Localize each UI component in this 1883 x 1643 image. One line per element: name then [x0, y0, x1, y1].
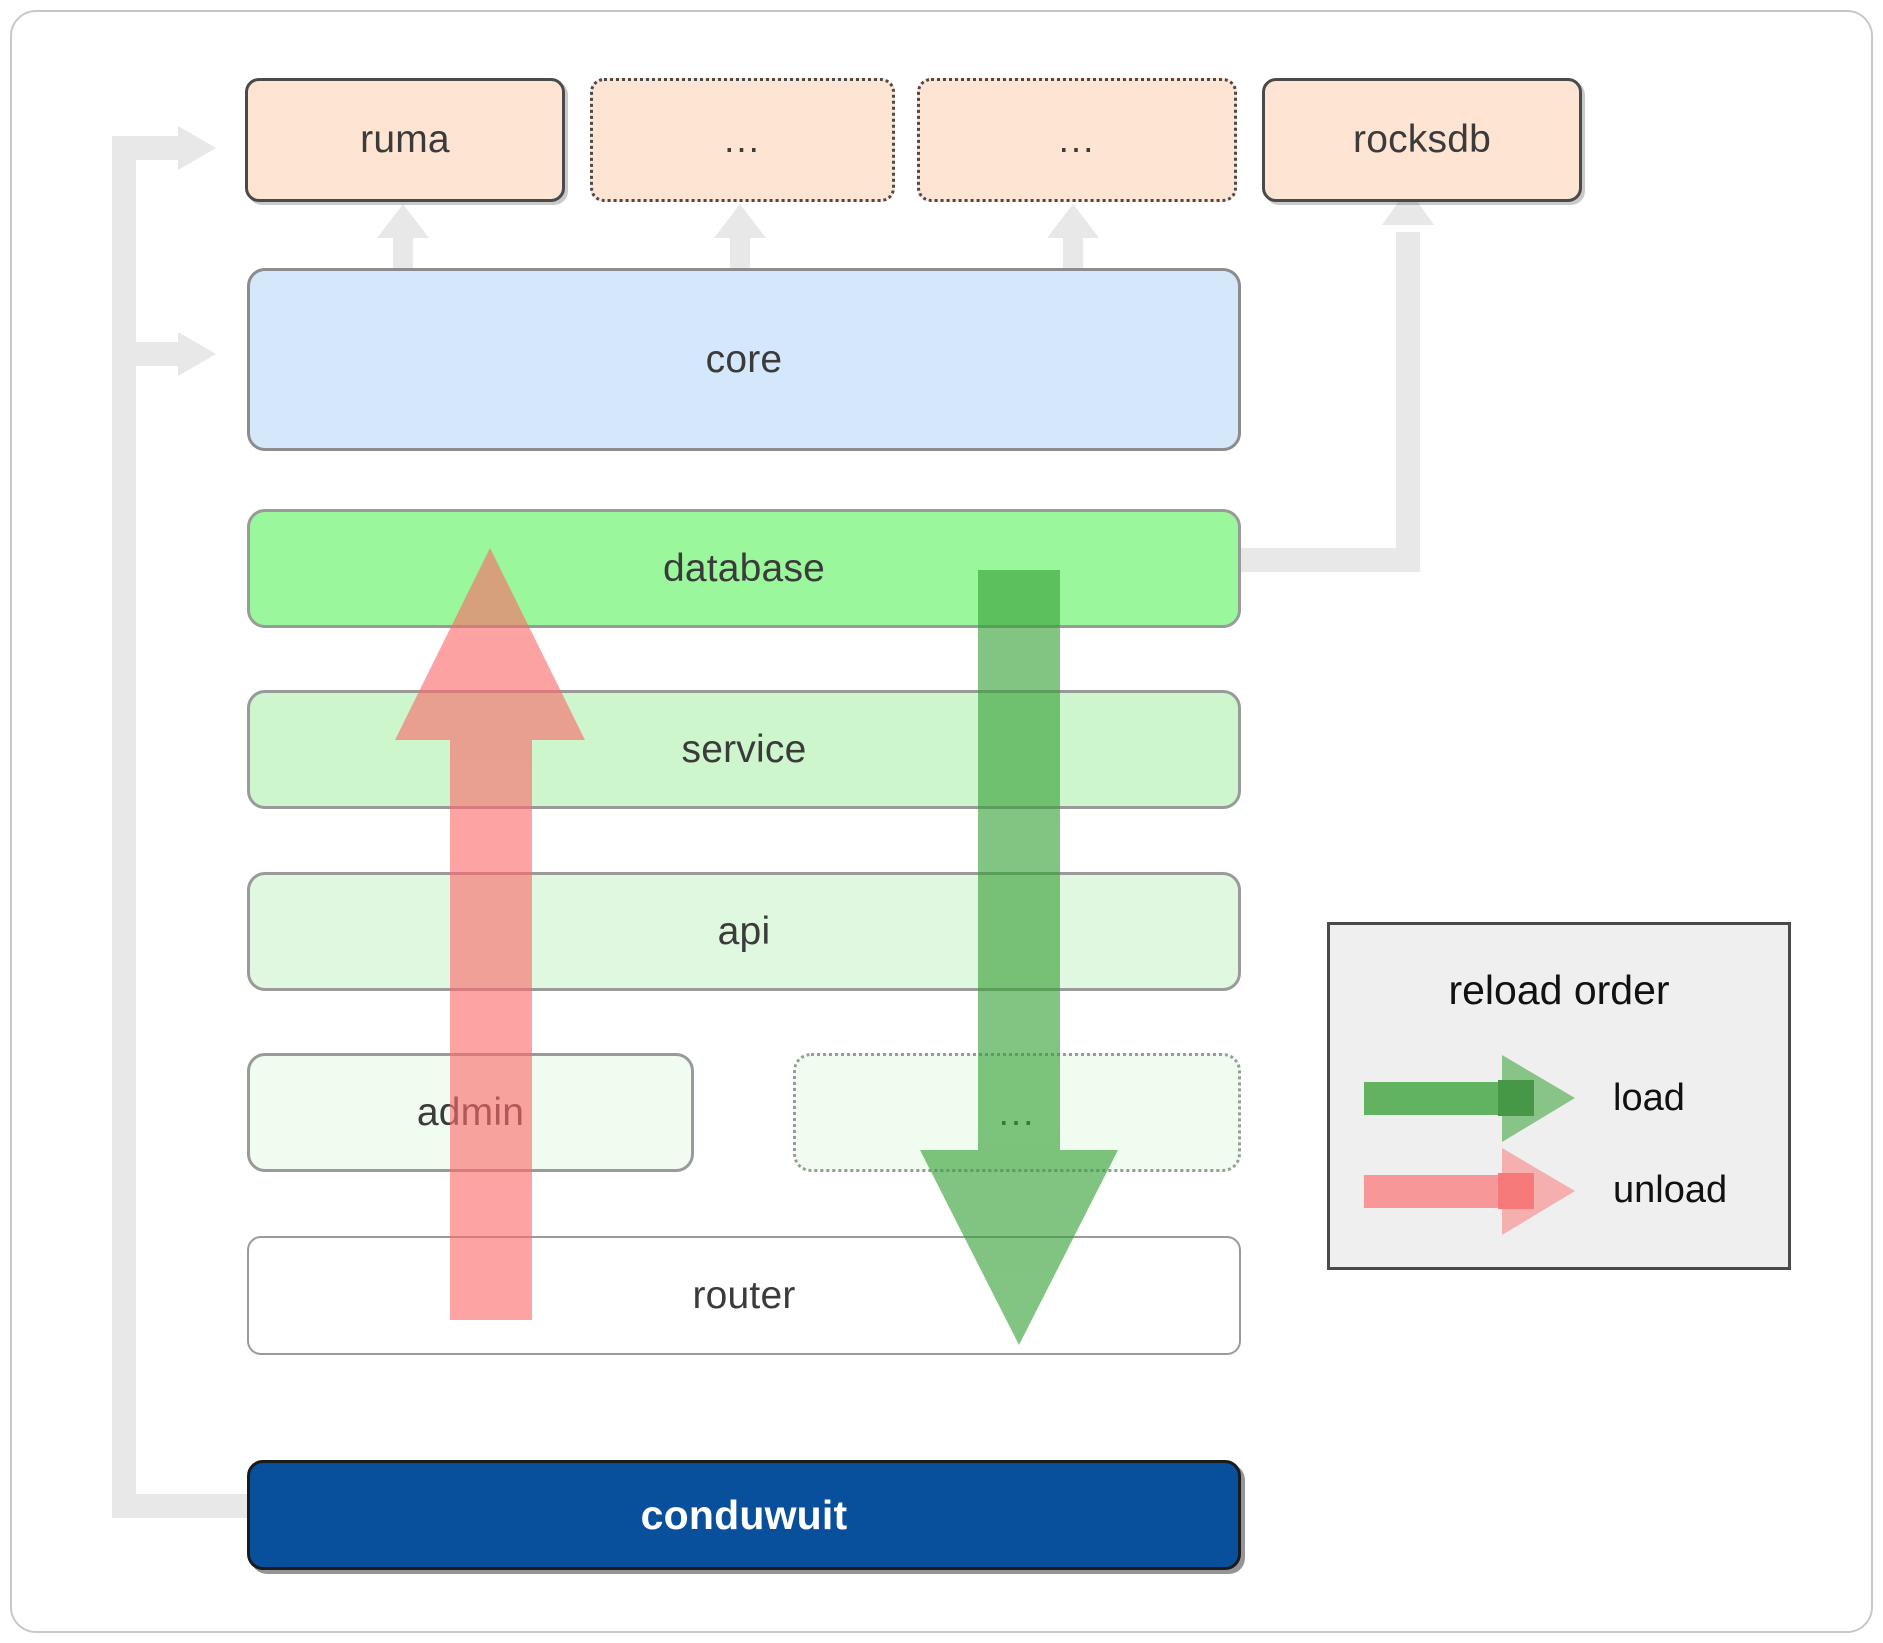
node-rocksdb-label: rocksdb [1353, 118, 1491, 161]
node-database[interactable]: database [247, 509, 1241, 628]
node-api[interactable]: api [247, 872, 1241, 991]
legend-unload-arrow [1364, 1148, 1575, 1235]
legend-load-arrow [1364, 1055, 1575, 1142]
node-database-label: database [662, 546, 826, 590]
node-ruma[interactable]: ruma [245, 78, 565, 202]
node-external-placeholder-2-label: ... [1058, 119, 1096, 160]
node-admin[interactable]: admin [247, 1053, 694, 1172]
node-external-placeholder-1-label: ... [724, 119, 761, 160]
node-rocksdb[interactable]: rocksdb [1262, 78, 1582, 202]
node-lane-placeholder-label: ... [998, 1091, 1036, 1133]
legend-title: reload order [1448, 967, 1670, 1013]
node-api-label: api [717, 909, 771, 953]
legend-arrow-layer [1364, 1055, 1575, 1235]
node-admin-label: admin [416, 1090, 525, 1134]
node-external-placeholder-1[interactable]: ... [590, 78, 895, 202]
legend-label-load: load [1613, 1077, 1685, 1119]
node-lane-placeholder[interactable]: ... [793, 1053, 1241, 1172]
node-external-placeholder-2[interactable]: ... [917, 78, 1237, 202]
node-conduwuit-label: conduwuit [640, 1491, 848, 1538]
node-conduwuit[interactable]: conduwuit [247, 1460, 1241, 1570]
node-core[interactable]: core [247, 268, 1241, 451]
node-ruma-label: ruma [360, 118, 450, 161]
diagram-card [10, 10, 1873, 1633]
node-service[interactable]: service [247, 690, 1241, 809]
node-router-label: router [692, 1273, 796, 1317]
node-core-label: core [705, 337, 783, 381]
legend-panel: reload order load unload [1327, 922, 1791, 1270]
node-router[interactable]: router [247, 1236, 1241, 1355]
node-service-label: service [681, 727, 807, 771]
legend-label-unload: unload [1613, 1169, 1728, 1211]
